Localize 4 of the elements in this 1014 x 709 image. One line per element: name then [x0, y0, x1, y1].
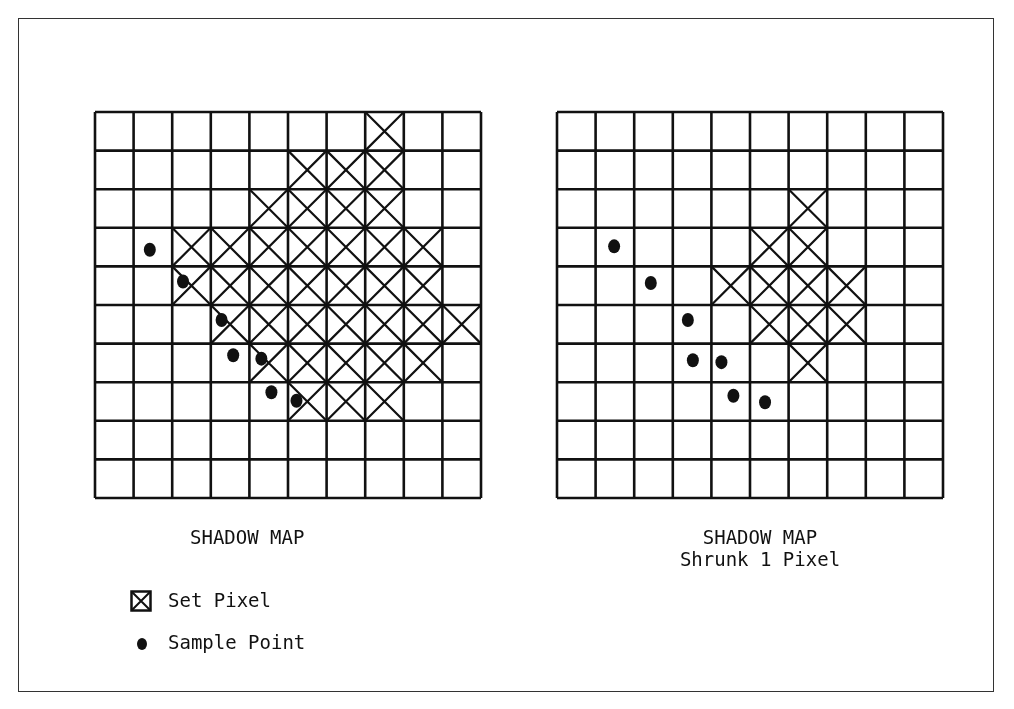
caption: SHADOW MAP: [190, 526, 305, 548]
caption: SHADOW MAP Shrunk 1 Pixel: [678, 526, 842, 570]
legend-label: Sample Point: [168, 631, 306, 653]
legend-label: Set Pixel: [168, 589, 271, 611]
